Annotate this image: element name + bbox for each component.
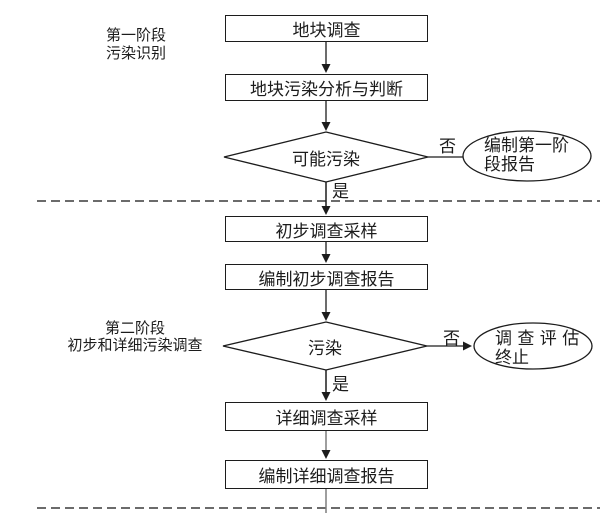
branch-no-label-stage2: 否 — [443, 329, 460, 349]
decision-diamond-pollution — [222, 321, 428, 371]
stage2-label-line2: 初步和详细污染调查 — [67, 336, 203, 354]
stage2-label: 第二阶段 初步和详细污染调查 — [25, 320, 245, 354]
branch-yes-label-stage1: 是 — [332, 182, 349, 202]
process-box-detailed-report: 编制详细调查报告 — [225, 460, 428, 489]
process-box-pollution-analysis: 地块污染分析与判断 — [225, 74, 428, 101]
stage2-label-line1: 第二阶段 — [104, 319, 165, 337]
decision-diamond-possible-pollution — [223, 131, 429, 183]
connector-preliminary-sampling-to-report-arrowhead-icon — [321, 254, 331, 263]
stage1-label-line2: 污染识别 — [105, 44, 166, 62]
connector-analysis-to-decision1-arrowhead-icon — [321, 122, 331, 131]
stage1-label: 第一阶段 污染识别 — [56, 26, 216, 62]
terminal-ellipse-phase1-report — [462, 130, 592, 182]
branch-no-label-stage1: 否 — [439, 137, 456, 157]
connector-decision1-to-preliminary-sampling-arrowhead-icon — [321, 206, 331, 215]
stage1-label-line1: 第一阶段 — [105, 26, 166, 44]
branch-yes-label-stage2: 是 — [332, 375, 349, 395]
connector-survey-to-analysis-arrowhead-icon — [321, 64, 331, 73]
connector-decision2-to-detailed-sampling-arrowhead-icon — [321, 392, 331, 401]
process-box-detailed-sampling: 详细调查采样 — [225, 402, 428, 431]
connector-detailed-sampling-to-report-arrowhead-icon — [321, 450, 331, 459]
process-box-preliminary-sampling: 初步调查采样 — [225, 216, 428, 242]
connector-preliminary-report-to-decision2-arrowhead-icon — [321, 312, 331, 321]
process-box-preliminary-report: 编制初步调查报告 — [225, 264, 428, 290]
connector-decision2-to-terminal2-arrowhead-icon — [463, 341, 472, 351]
terminal-ellipse-investigation-end — [473, 322, 593, 370]
process-box-site-survey: 地块调查 — [225, 15, 428, 42]
